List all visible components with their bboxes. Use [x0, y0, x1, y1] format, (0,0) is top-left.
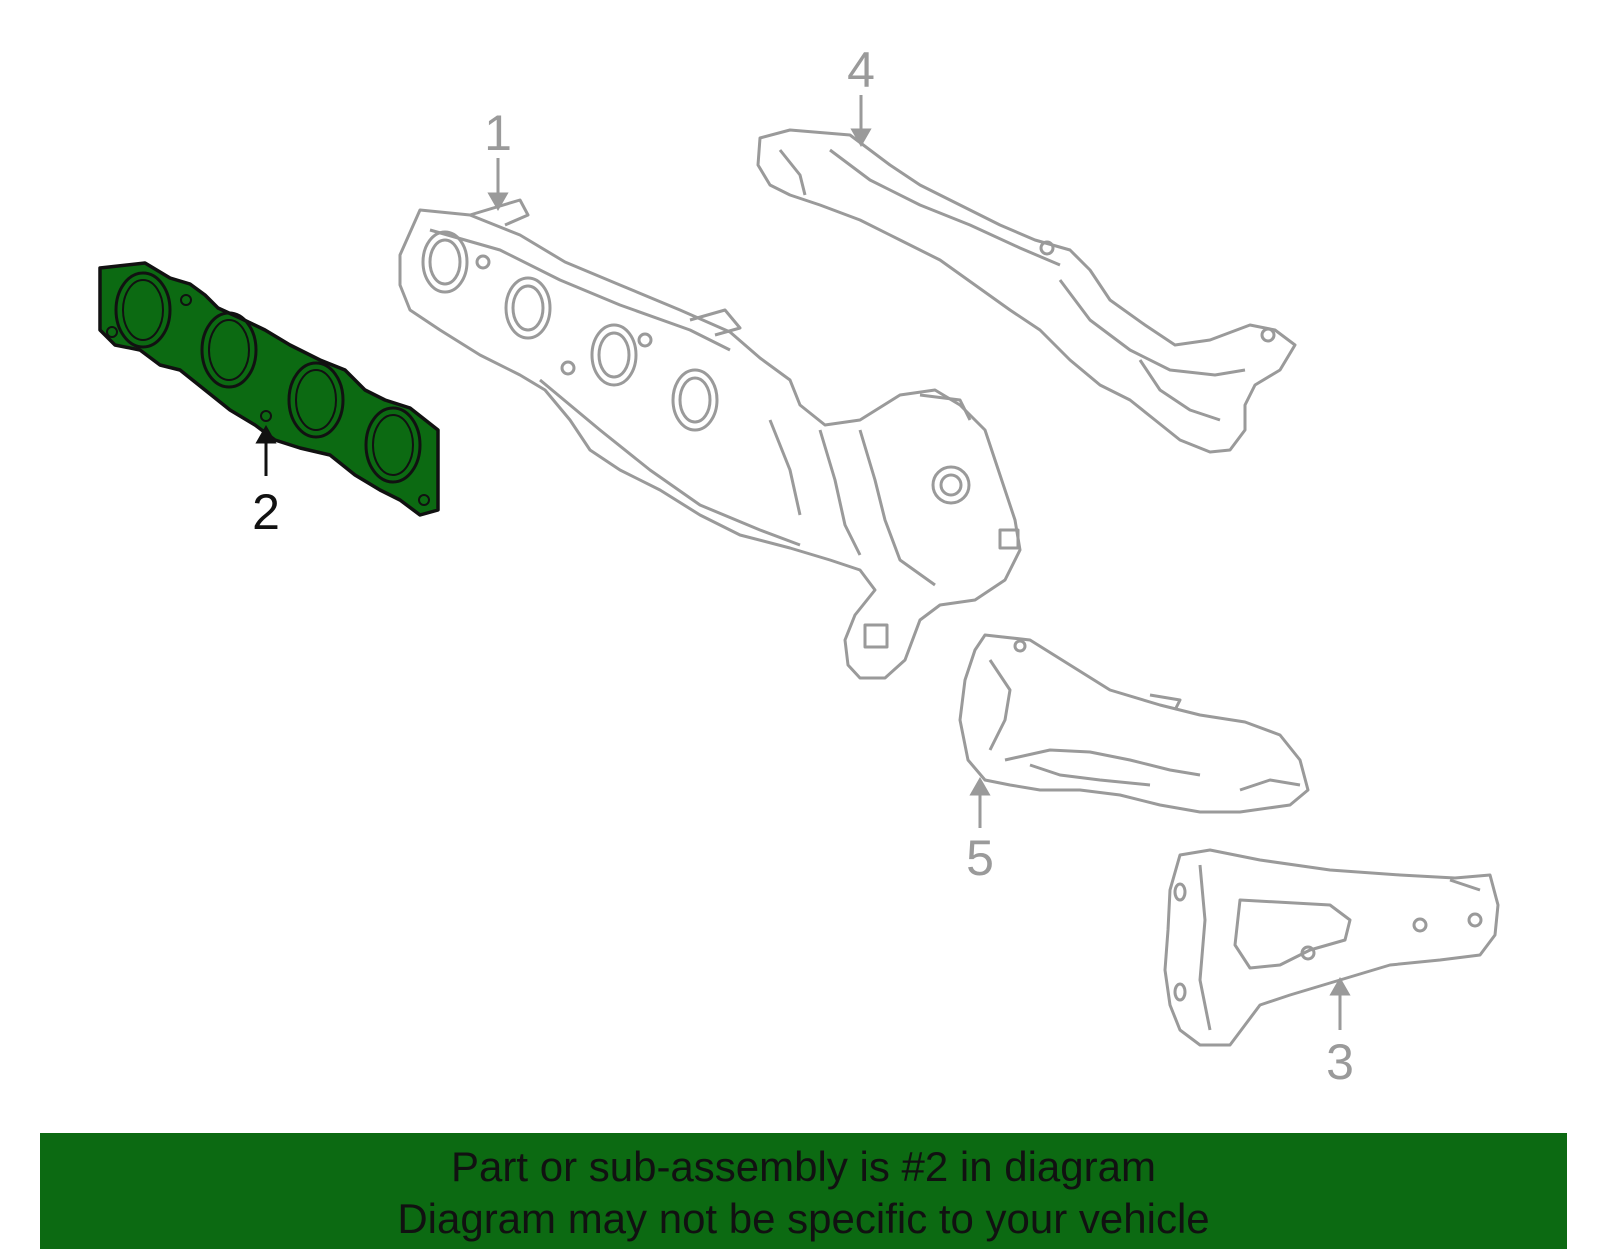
info-banner: Part or sub-assembly is #2 in diagram Di…	[40, 1133, 1567, 1249]
callout-1: 1	[484, 105, 512, 161]
part-1-exhaust-manifold[interactable]	[398, 198, 1022, 680]
part-5-arrow	[969, 776, 991, 828]
part-2-arrow	[255, 424, 277, 476]
callout-4: 4	[847, 42, 875, 98]
callout-2: 2	[252, 484, 280, 540]
part-5-lower-heat-shield[interactable]	[958, 633, 1310, 814]
callout-3: 3	[1326, 1034, 1354, 1090]
part-3-bracket[interactable]	[1163, 848, 1500, 1047]
banner-line-1: Part or sub-assembly is #2 in diagram	[451, 1143, 1156, 1190]
part-3-arrow	[1329, 976, 1351, 1030]
part-2-gasket[interactable]	[98, 261, 440, 517]
part-4-arrow	[850, 95, 872, 148]
part-4-upper-heat-shield[interactable]	[756, 128, 1297, 454]
part-1-arrow	[487, 158, 509, 212]
banner-line-2: Diagram may not be specific to your vehi…	[397, 1195, 1210, 1242]
callout-5: 5	[966, 830, 994, 886]
